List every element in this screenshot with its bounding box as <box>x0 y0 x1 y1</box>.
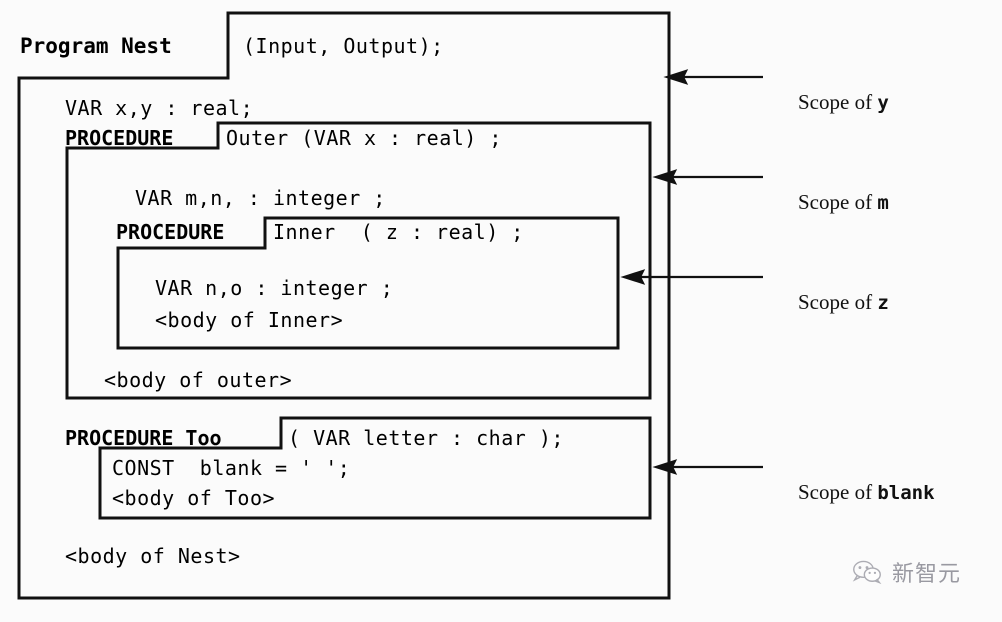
box-scope-outer <box>65 121 652 400</box>
arrow-scope-y <box>663 69 763 85</box>
arrow-scope-z <box>620 269 763 285</box>
annotation-scope-z-prefix: Scope of <box>798 290 878 314</box>
watermark-text: 新智元 <box>892 562 962 587</box>
watermark: 新智元 <box>852 556 961 588</box>
outer-var-declaration: VAR m,n, : integer ; <box>135 186 386 210</box>
inner-var-declaration: VAR n,o : integer ; <box>155 276 394 300</box>
too-procedure-keyword: PROCEDURE Too <box>65 426 222 450</box>
inner-procedure-keyword: PROCEDURE <box>116 220 225 244</box>
outer-procedure-signature: Outer (VAR x : real) ; <box>226 126 502 150</box>
too-body-placeholder: <body of Too> <box>112 486 276 510</box>
program-header-params: (Input, Output); <box>243 34 444 58</box>
arrow-scope-blank <box>652 459 763 475</box>
box-scope-inner <box>116 216 620 350</box>
annotation-scope-m: Scope of m <box>777 166 889 239</box>
wechat-logo-icon <box>852 559 882 585</box>
nest-var-declaration: VAR x,y : real; <box>65 96 254 120</box>
nest-body-placeholder: <body of Nest> <box>65 544 241 568</box>
annotation-scope-z: Scope of z <box>777 266 889 339</box>
annotation-scope-m-variable: m <box>877 192 889 214</box>
annotation-scope-y-variable: y <box>877 92 889 114</box>
outer-body-placeholder: <body of outer> <box>104 368 293 392</box>
annotation-scope-blank-variable: blank <box>877 482 935 504</box>
annotation-scope-z-variable: z <box>877 292 889 314</box>
annotation-scope-m-prefix: Scope of <box>798 190 878 214</box>
annotation-scope-y-prefix: Scope of <box>798 90 878 114</box>
too-procedure-signature: ( VAR letter : char ); <box>288 426 564 450</box>
annotation-scope-blank: Scope of blank <box>777 456 935 529</box>
inner-procedure-signature: Inner ( z : real) ; <box>273 220 524 244</box>
too-const-declaration: CONST blank = ' '; <box>112 456 351 480</box>
annotation-scope-blank-prefix: Scope of <box>798 480 878 504</box>
inner-body-placeholder: <body of Inner> <box>155 308 344 332</box>
arrow-scope-m <box>652 169 763 185</box>
program-header-name: Program Nest <box>20 34 172 58</box>
box-scope-too <box>98 416 652 520</box>
outer-procedure-keyword: PROCEDURE <box>65 126 174 150</box>
annotation-scope-y: Scope of y <box>777 66 889 139</box>
